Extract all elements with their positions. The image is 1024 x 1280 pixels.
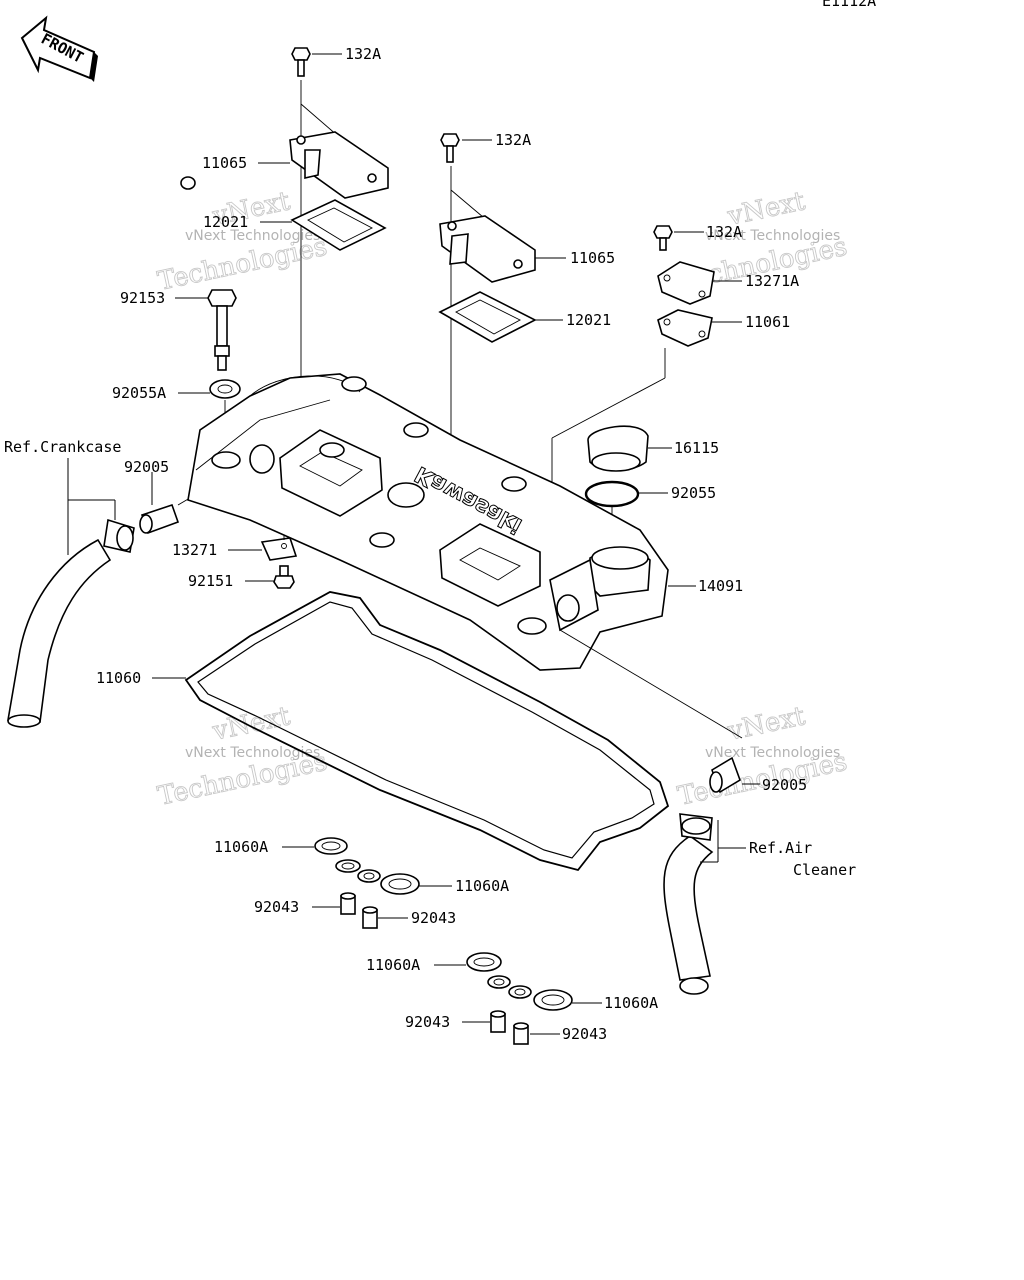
diagram-code: E1112A — [822, 0, 876, 10]
watermark-1: vNext Technologies vNext Technologies — [155, 186, 330, 298]
bolt-92153-icon — [207, 289, 237, 371]
label-92043-4: 92043 — [562, 1025, 607, 1043]
label-92153: 92153 — [120, 289, 165, 307]
grommet-92055a-icon — [209, 379, 241, 399]
hose-right-icon — [663, 813, 714, 995]
label-92043-3: 92043 — [405, 1013, 450, 1031]
grommet-set-2-icon — [357, 869, 420, 929]
label-11065-left: 11065 — [202, 154, 247, 172]
label-132a-mid: 132A — [495, 131, 531, 149]
label-11060a-2: 11060A — [455, 877, 509, 895]
fitting-92005-left-icon — [139, 503, 180, 535]
gasket-11060-icon — [184, 591, 670, 872]
label-ref-air-cleaner-line2: Cleaner — [793, 861, 856, 879]
label-92043-2: 92043 — [411, 909, 456, 927]
label-11060a-3: 11060A — [366, 956, 420, 974]
label-13271a: 13271A — [745, 272, 799, 290]
hose-left-icon — [7, 518, 135, 728]
label-14091: 14091 — [698, 577, 743, 595]
label-92005-left: 92005 — [124, 458, 169, 476]
watermark-4: vNext Technologies vNext Technologies — [675, 701, 850, 813]
oring-92055-icon — [584, 480, 640, 508]
head-cover-14091-icon: Kawasaki — [187, 373, 669, 671]
svg-text:vNext: vNext — [724, 701, 808, 747]
label-132a-right: 132A — [706, 223, 742, 241]
svg-text:vNext Technologies: vNext Technologies — [185, 745, 320, 761]
label-11060a-4: 11060A — [604, 994, 658, 1012]
grommet-set-1-icon — [314, 837, 361, 915]
label-16115: 16115 — [674, 439, 719, 457]
label-ref-air-cleaner-line1: Ref.Air — [749, 839, 812, 857]
label-132a-left: 132A — [345, 45, 381, 63]
label-92055a: 92055A — [112, 384, 166, 402]
gasket-12021-left-icon — [290, 199, 387, 251]
label-13271: 13271 — [172, 541, 217, 559]
watermark-3: vNext Technologies vNext Technologies — [155, 701, 330, 813]
label-92005-right: 92005 — [762, 776, 807, 794]
label-11060: 11060 — [96, 669, 141, 687]
gasket-12021-mid-icon — [438, 291, 537, 343]
label-12021-mid: 12021 — [566, 311, 611, 329]
label-92043-1: 92043 — [254, 898, 299, 916]
plate-13271-icon — [260, 537, 298, 561]
breather-cover-11065-left-icon — [180, 131, 389, 199]
fitting-92005-right-icon — [709, 756, 741, 794]
label-ref-crankcase: Ref.Crankcase — [4, 438, 121, 456]
grommet-set-3-icon — [466, 952, 511, 1033]
front-arrow-icon: FRONT — [20, 15, 98, 82]
svg-text:vNext Technologies: vNext Technologies — [185, 228, 320, 244]
label-11061: 11061 — [745, 313, 790, 331]
bolt-132a-mid-icon — [440, 133, 460, 163]
label-11065-mid: 11065 — [570, 249, 615, 267]
label-12021-left: 12021 — [203, 213, 248, 231]
svg-text:vNext Technologies: vNext Technologies — [705, 228, 840, 244]
bolt-132a-right-icon — [653, 225, 673, 251]
label-11060a-1: 11060A — [214, 838, 268, 856]
label-92055: 92055 — [671, 484, 716, 502]
plate-13271a-icon — [657, 261, 715, 305]
bolt-92151-icon — [273, 565, 295, 589]
bolt-132a-left-icon — [291, 47, 311, 77]
svg-text:vNext Technologies: vNext Technologies — [705, 745, 840, 761]
grommet-set-4-icon — [508, 985, 573, 1045]
gasket-11061-icon — [657, 309, 713, 347]
cap-16115-icon — [587, 425, 649, 472]
breather-cover-11065-mid-icon — [439, 215, 536, 283]
label-92151: 92151 — [188, 572, 233, 590]
